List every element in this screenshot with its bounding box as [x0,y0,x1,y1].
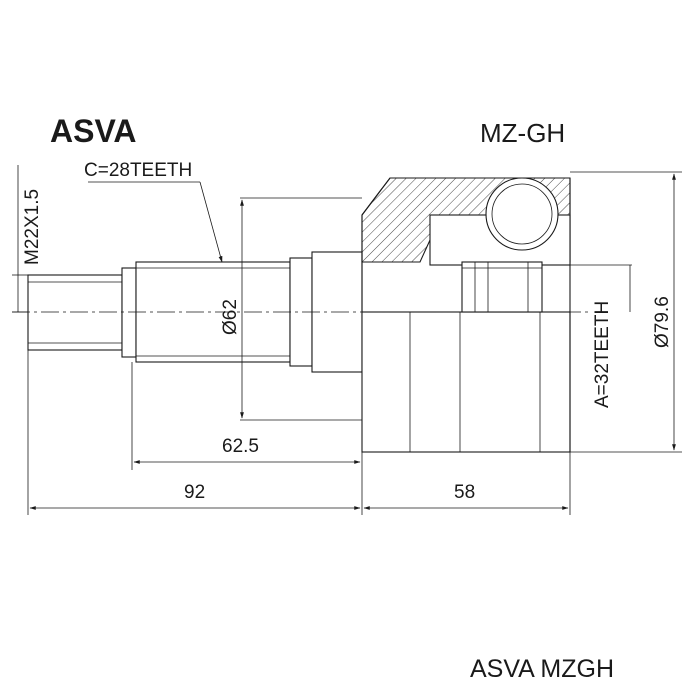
dim-62-5: 62.5 [131,362,363,470]
inner-teeth-label: A=32TEETH [592,301,613,408]
footer-caption: ASVA MZGH [470,655,614,683]
shaft-diameter-label: Ø62 [220,299,241,335]
inner-race [429,177,571,313]
dim-inner-teeth: A=32TEETH [542,264,632,408]
part-code: MZ-GH [480,118,565,148]
shaft-teeth-label: C=28TEETH [84,160,192,181]
dim-shaft-teeth: C=28TEETH [84,160,223,263]
dim-outer-diameter: Ø79.6 [570,171,682,453]
len-92-label: 92 [184,482,205,503]
len-58-label: 58 [454,482,475,503]
outer-diameter-label: Ø79.6 [652,296,673,348]
dim-thread: M22X1.5 [12,165,43,313]
dim-92-58: 92 58 [27,350,571,515]
len-62-5-label: 62.5 [222,436,259,457]
dim-shaft-diameter: Ø62 [220,197,362,421]
brand-title: ASVA [50,113,137,149]
thread-label: M22X1.5 [22,189,43,265]
